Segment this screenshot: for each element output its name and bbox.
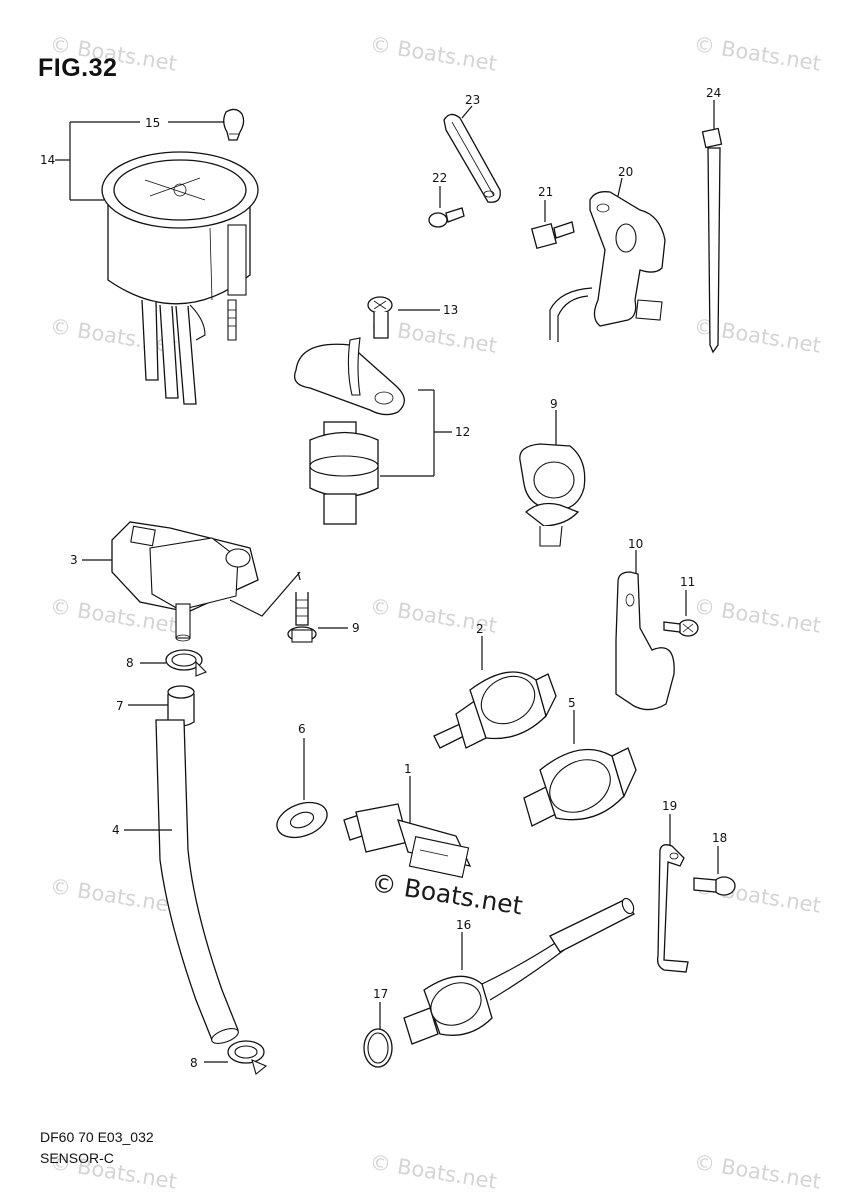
cable-tie-part	[701, 100, 723, 354]
clamp-part	[519, 410, 586, 547]
flange-bolt-part	[287, 592, 348, 643]
bolt-part	[530, 200, 575, 250]
gauge-meter-part	[55, 108, 259, 405]
strap-clip-part	[656, 814, 689, 973]
figure-code: DF60 70 E03_032	[40, 1129, 154, 1145]
bracket-sensor-part	[549, 177, 666, 342]
hose-clamp-part	[204, 1040, 268, 1075]
pressure-switch-part	[433, 636, 557, 749]
callout-label: 20	[618, 165, 633, 179]
callout-label: 2	[476, 622, 484, 636]
washer-part	[276, 738, 328, 839]
callout-label: 14	[40, 153, 55, 167]
callout-label: 19	[662, 799, 677, 813]
temperature-sensor-part	[343, 776, 472, 878]
callout-label: 12	[455, 425, 470, 439]
screw-part	[428, 186, 465, 228]
callout-label: 3	[70, 553, 78, 567]
callout-label: 21	[538, 185, 553, 199]
callout-label: 22	[432, 171, 447, 185]
callout-label: 10	[628, 537, 643, 551]
figure-title: FIG.32	[38, 54, 118, 82]
callout-label: 7	[116, 699, 124, 713]
callout-label: 9	[550, 397, 558, 411]
sensor-flange-part	[293, 337, 452, 525]
callout-label: 5	[568, 696, 576, 710]
callout-label: 16	[456, 918, 471, 932]
pressure-switch-part	[523, 710, 637, 827]
hose-clamp-part	[140, 649, 207, 677]
screw-part	[367, 296, 440, 339]
callout-label: 17	[373, 987, 388, 1001]
callout-label: 8	[190, 1056, 198, 1070]
figure-name: SENSOR-C	[40, 1150, 114, 1166]
screw-part	[663, 590, 699, 637]
o-ring-part	[363, 1002, 393, 1068]
clip-part	[615, 550, 675, 711]
strap-part	[443, 105, 501, 203]
bolt-part	[693, 846, 736, 896]
callout-label: 6	[298, 722, 306, 736]
callout-label: 15	[145, 116, 160, 130]
hose-joint-part	[128, 685, 195, 727]
callout-label: 8	[126, 656, 134, 670]
hose-part	[124, 719, 239, 1044]
callout-label: 11	[680, 575, 695, 589]
callout-label: 24	[706, 86, 721, 100]
callout-label: 4	[112, 823, 120, 837]
callout-label: 13	[443, 303, 458, 317]
pressure-sensor-part	[82, 521, 301, 642]
wired-sensor-part	[403, 897, 635, 1045]
callout-label: 1	[404, 762, 412, 776]
callout-label: 23	[465, 93, 480, 107]
callout-label: 18	[712, 831, 727, 845]
callout-label: 9	[352, 621, 360, 635]
